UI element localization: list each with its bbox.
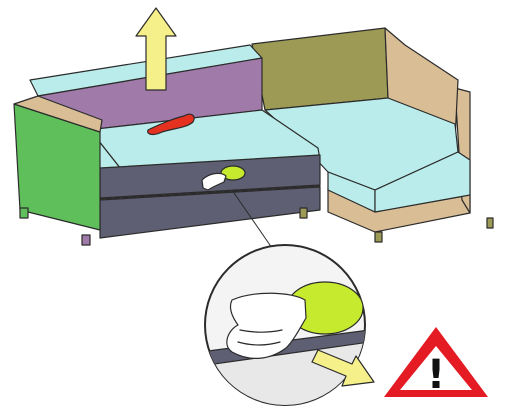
detail-magnifier — [200, 245, 374, 407]
chaise-leg — [487, 218, 493, 228]
sofa-leg — [20, 208, 28, 218]
chaise-leg — [375, 232, 382, 242]
sofa-leg — [82, 235, 90, 245]
warning-symbol: ! — [427, 352, 445, 398]
warning-triangle-icon: ! — [384, 327, 488, 398]
chaise-backrest — [252, 28, 388, 110]
sofa-leg — [300, 208, 307, 218]
